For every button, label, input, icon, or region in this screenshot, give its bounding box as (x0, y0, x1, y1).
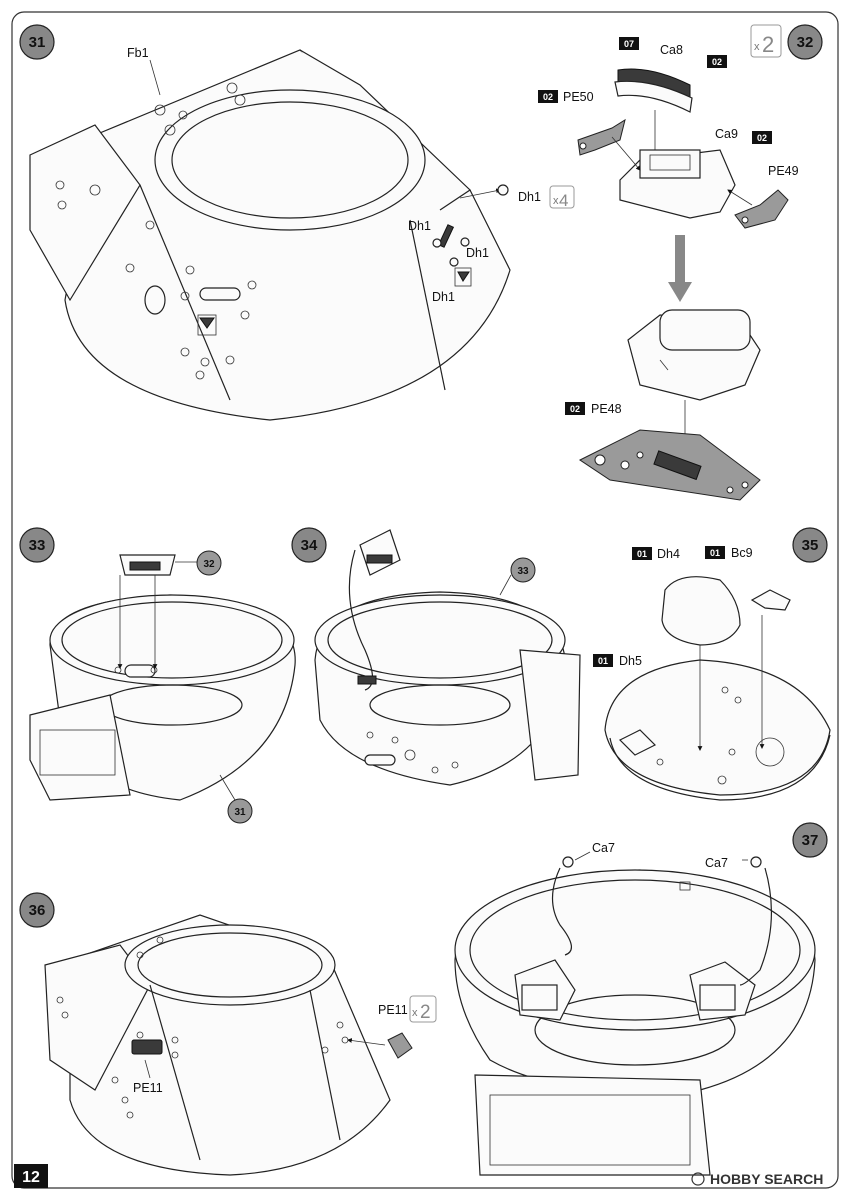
page-number-box: 12 (14, 1164, 48, 1188)
svg-text:02: 02 (757, 133, 767, 143)
svg-text:32: 32 (203, 559, 215, 570)
turret-34-drawing (314, 529, 581, 786)
label-ca8: Ca8 (660, 43, 683, 57)
step-32-number: 32 (797, 34, 814, 51)
step-33-badge (19, 527, 55, 563)
step-31-badge (19, 24, 55, 60)
multiplier-x2-32: x 2 (750, 24, 782, 58)
qty-x4: x 4 (549, 185, 575, 210)
label-dh1-b: Dh1 (466, 246, 489, 260)
label-pe48: PE48 (591, 402, 622, 416)
svg-text:x: x (412, 1007, 418, 1019)
label-dh1-c: Dh1 (432, 290, 455, 304)
step-35-badge (792, 527, 828, 563)
svg-text:4: 4 (559, 191, 568, 210)
svg-text:x: x (754, 41, 760, 53)
step-36-badge (19, 892, 55, 928)
step-36: 36 PE11 x 2 PE11 (19, 892, 437, 1176)
step-37: 37 Ca7 Ca7 (454, 822, 828, 1176)
step-35: 35 01 Dh4 01 Bc9 01 (593, 527, 831, 801)
step-34-number: 34 (301, 537, 318, 554)
svg-text:33: 33 (517, 566, 529, 577)
step-32-badge (787, 24, 823, 60)
code-badge-ca8-tip: 02 (707, 55, 727, 68)
label-ca7-right: Ca7 (705, 856, 728, 870)
code-badge-pe50: 02 (538, 90, 558, 103)
code-badge-dh5: 01 (593, 654, 613, 667)
page-frame (11, 11, 839, 1189)
svg-text:31: 31 (234, 807, 246, 818)
step-31: 31 (19, 24, 575, 421)
svg-text:x: x (553, 195, 559, 207)
code-badge-dh4: 01 (632, 547, 652, 560)
code-badge-pe48: 02 (565, 402, 585, 415)
code-badge-ca8: 07 (619, 37, 639, 50)
turret-31-drawing (29, 49, 511, 421)
svg-text:2: 2 (762, 32, 774, 57)
ref-badge-32: 32 (196, 550, 222, 576)
label-pe49: PE49 (768, 164, 799, 178)
brand-watermark: HOBBY SEARCH (691, 1171, 823, 1187)
step-36-number: 36 (29, 902, 46, 919)
label-pe11-top: PE11 (378, 1003, 408, 1017)
step-33-number: 33 (29, 537, 46, 554)
label-pe11-bottom: PE11 (133, 1081, 163, 1095)
step-33: 33 32 31 (19, 527, 296, 824)
step-37-number: 37 (802, 832, 819, 849)
svg-text:07: 07 (624, 39, 634, 49)
label-fb1: Fb1 (127, 46, 149, 60)
svg-text:01: 01 (637, 549, 647, 559)
label-dh4: Dh4 (657, 547, 680, 561)
page-number: 12 (22, 1169, 40, 1186)
svg-text:01: 01 (598, 656, 608, 666)
label-ca9: Ca9 (715, 127, 738, 141)
step-32: x 2 32 (538, 24, 823, 501)
code-badge-ca9: 02 (752, 131, 772, 144)
svg-text:02: 02 (543, 92, 553, 102)
hatch-sight-exploded (577, 68, 789, 501)
ref-badge-33: 33 (510, 557, 536, 583)
svg-text:02: 02 (570, 404, 580, 414)
label-ca7-left: Ca7 (592, 841, 615, 855)
step-31-number: 31 (29, 34, 46, 51)
ref-badge-31: 31 (227, 798, 253, 824)
svg-text:01: 01 (710, 548, 720, 558)
turret-36-drawing (44, 914, 413, 1176)
svg-text:02: 02 (712, 57, 722, 67)
brand-text: HOBBY SEARCH (710, 1171, 823, 1187)
turret-37-drawing (454, 851, 816, 1176)
code-badge-bc9: 01 (705, 546, 725, 559)
svg-text:2: 2 (420, 1002, 431, 1023)
step-34: 34 33 (291, 527, 581, 786)
step-37-badge (792, 822, 828, 858)
label-dh1-right: Dh1 (518, 190, 541, 204)
label-dh1-a: Dh1 (408, 219, 431, 233)
step-34-badge (291, 527, 327, 563)
label-bc9: Bc9 (731, 546, 753, 560)
step-35-number: 35 (802, 537, 819, 554)
multiplier-x2-36: x 2 (409, 995, 437, 1023)
hatch-35-drawing (604, 576, 831, 801)
label-pe50: PE50 (563, 90, 594, 104)
label-dh5: Dh5 (619, 654, 642, 668)
turret-33-drawing (29, 554, 296, 801)
brand-logo-icon (691, 1172, 705, 1186)
